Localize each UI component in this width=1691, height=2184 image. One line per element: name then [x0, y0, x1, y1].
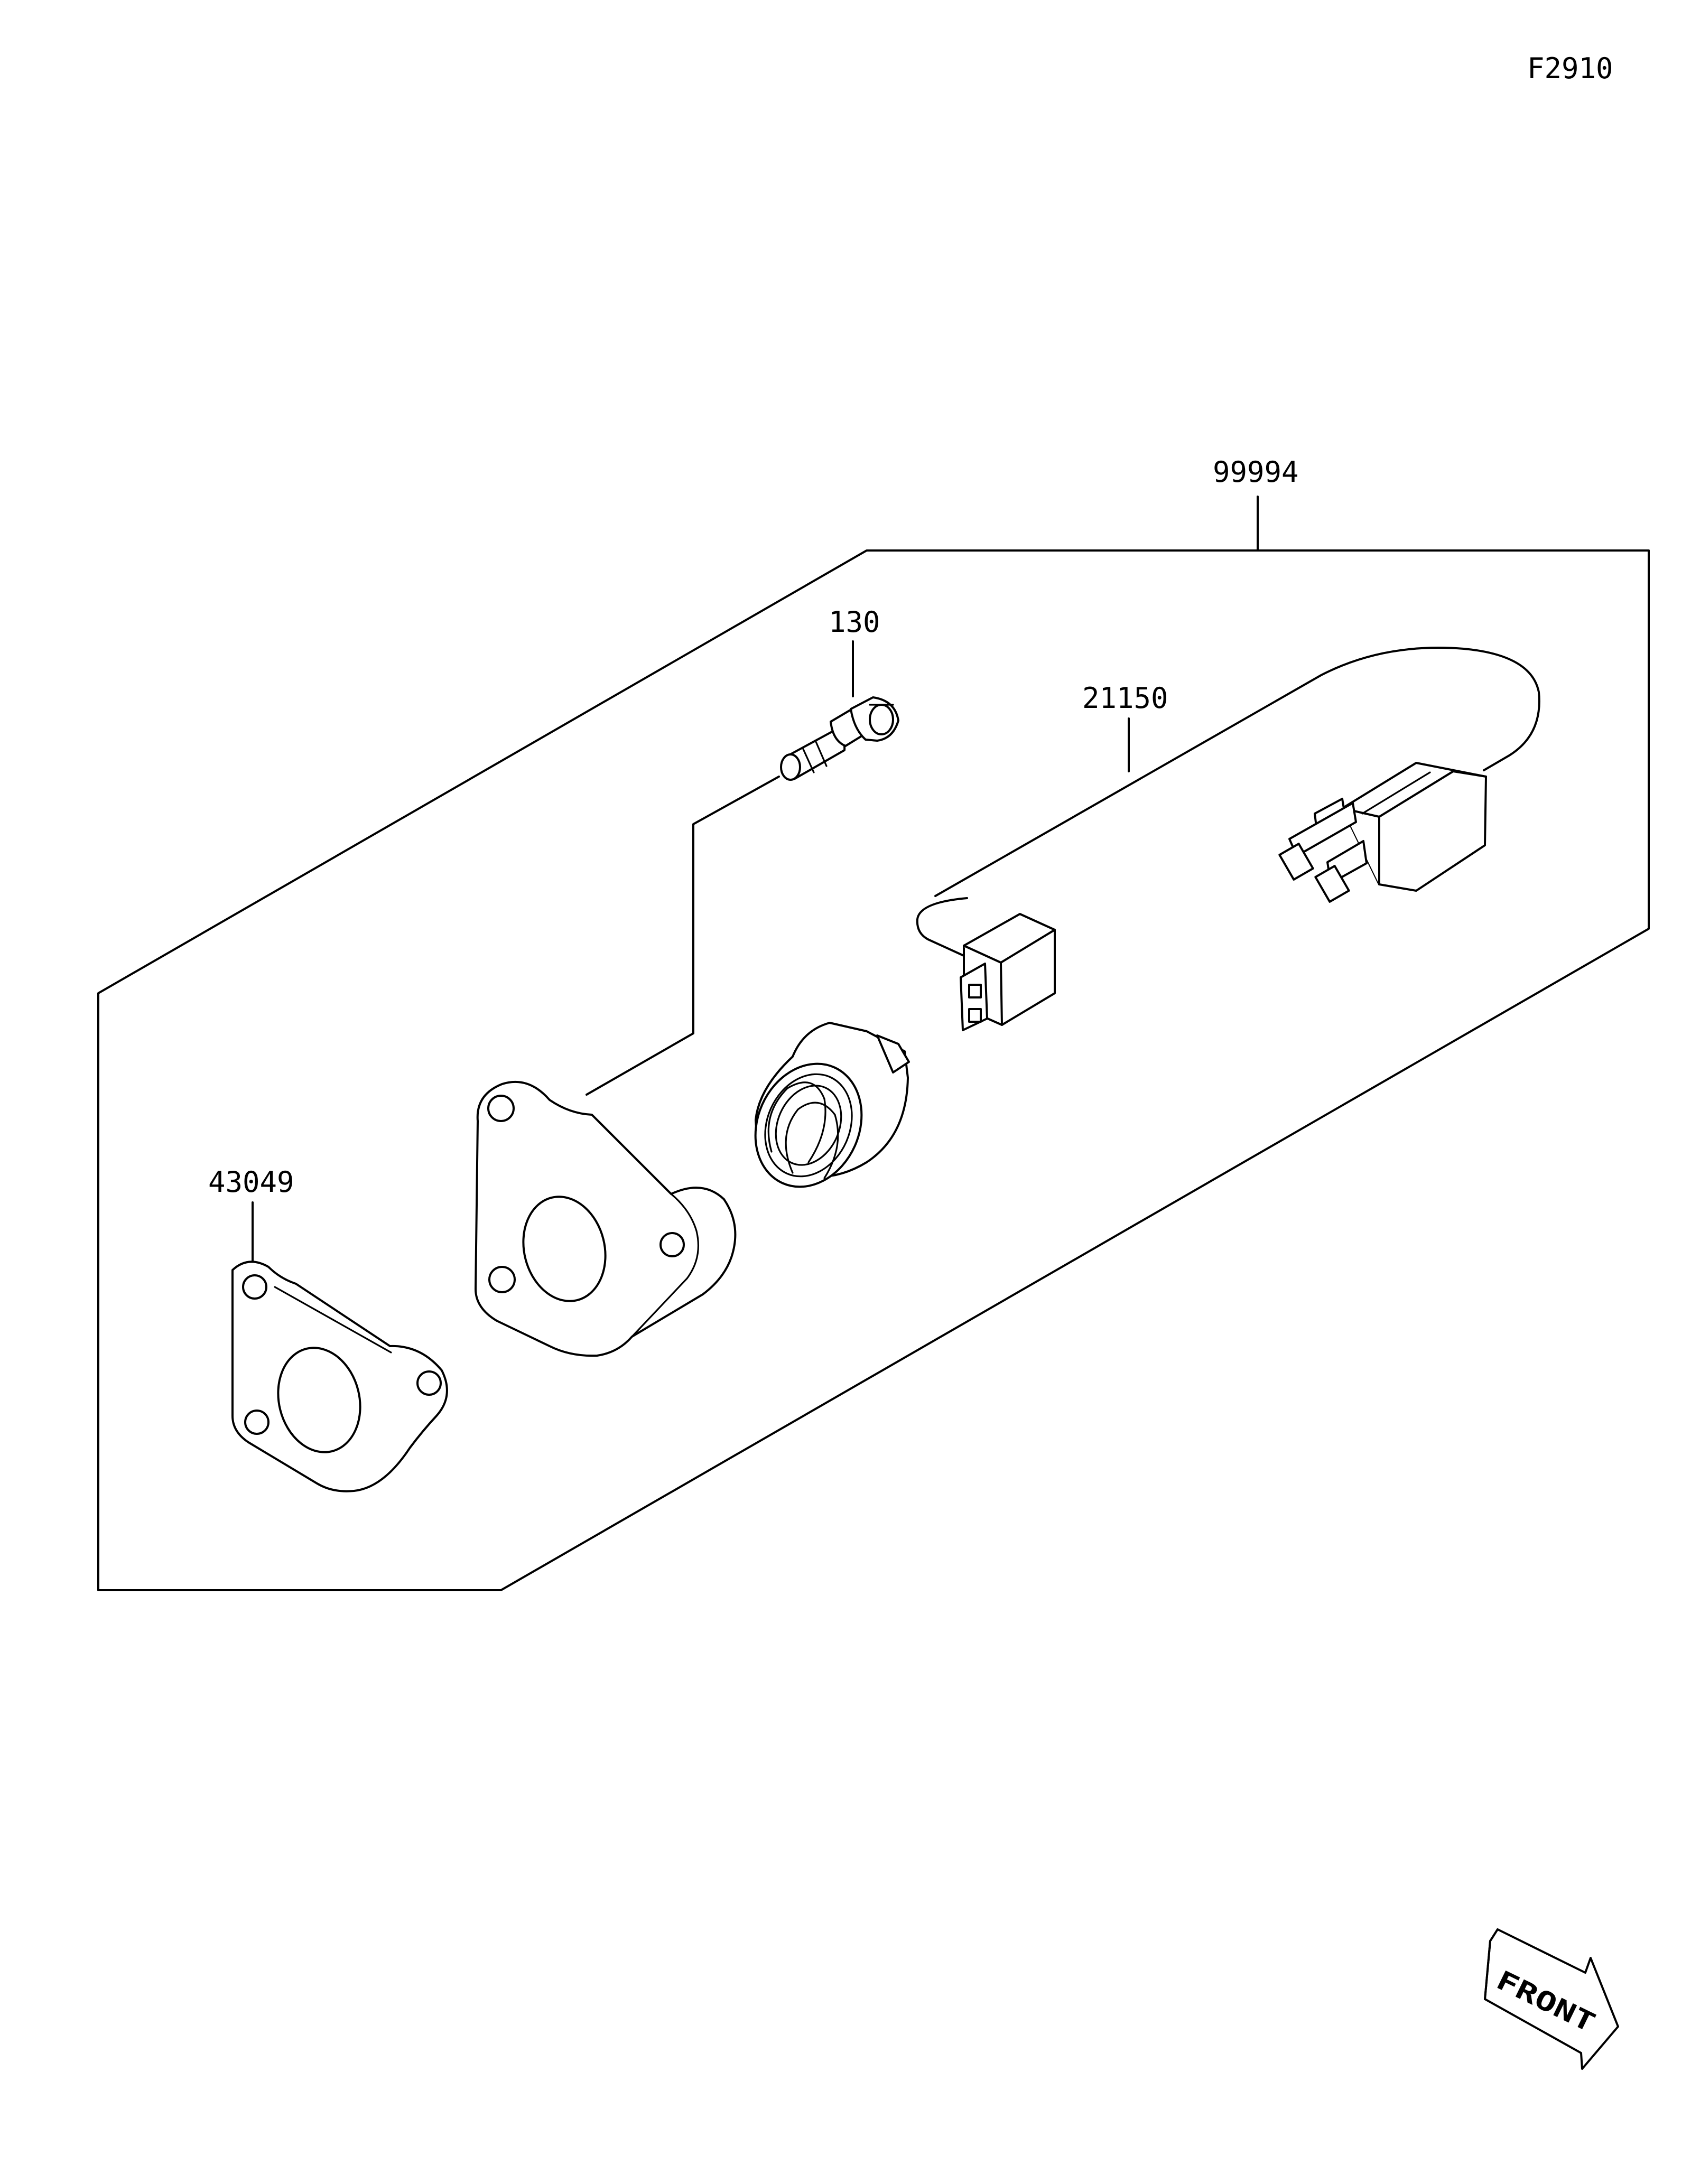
figure-code: F2910: [1527, 52, 1613, 85]
gasket-43049: [231, 1261, 448, 1492]
bolt-130: [780, 696, 899, 781]
mounting-bracket: [475, 1080, 737, 1357]
kit-boundary-frame: [97, 549, 1650, 1591]
harness-callout-label: 21150: [1082, 682, 1168, 715]
harness-21150: [916, 647, 1540, 1031]
bolt-to-bracket-leader: [586, 776, 780, 1096]
gasket-callout-label: 43049: [208, 1165, 294, 1199]
kit-callout-label: 99994: [1213, 455, 1299, 489]
connector: [960, 913, 1056, 1031]
heater-element: [754, 1022, 910, 1188]
plug: [1278, 762, 1487, 903]
front-arrow-icon: FRONT: [1484, 1928, 1619, 2070]
bolt-callout-label: 130: [829, 605, 880, 639]
